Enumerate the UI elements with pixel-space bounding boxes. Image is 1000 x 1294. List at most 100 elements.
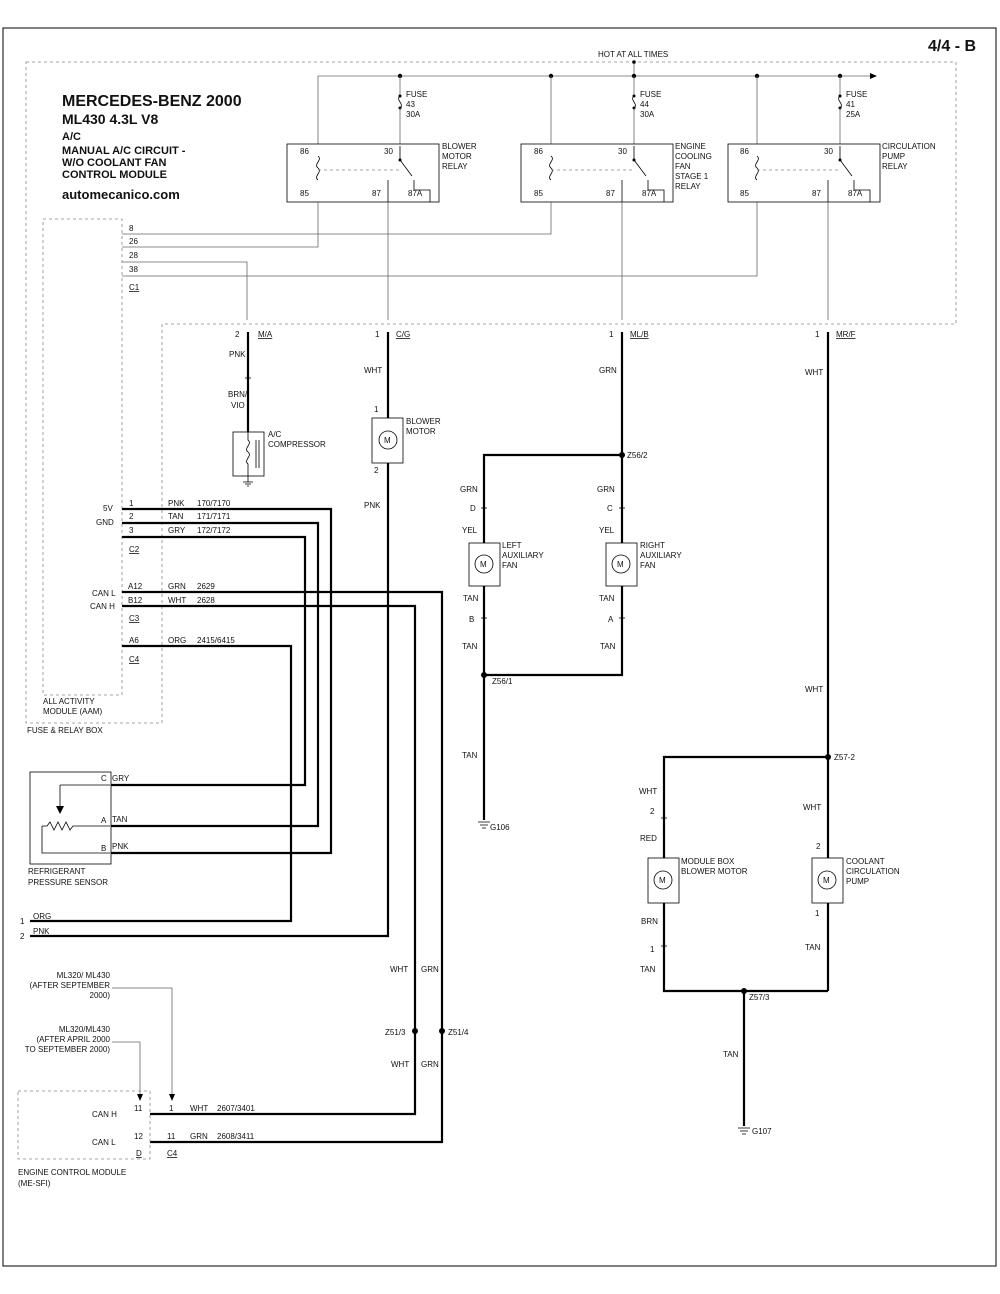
svg-text:WHT: WHT	[639, 787, 657, 796]
svg-text:PNK: PNK	[168, 499, 185, 508]
svg-text:PRESSURE SENSOR: PRESSURE SENSOR	[28, 878, 108, 887]
svg-text:WHT: WHT	[805, 368, 823, 377]
svg-text:30: 30	[384, 147, 393, 156]
svg-text:2: 2	[650, 807, 655, 816]
svg-text:WHT: WHT	[168, 596, 186, 605]
svg-text:85: 85	[534, 189, 543, 198]
svg-text:ML/B: ML/B	[630, 330, 649, 339]
svg-text:30: 30	[618, 147, 627, 156]
svg-text:87: 87	[606, 189, 615, 198]
power-bus: HOT AT ALL TIMES	[318, 50, 877, 79]
pump-circuit: WHT WHT Z57-2 WHT 2 RED M MODULE BOX BLO…	[639, 332, 900, 1136]
svg-text:AUXILIARY: AUXILIARY	[502, 551, 544, 560]
svg-text:25A: 25A	[846, 110, 861, 119]
svg-text:WHT: WHT	[805, 685, 823, 694]
svg-text:GRY: GRY	[168, 526, 186, 535]
svg-text:BLOWER: BLOWER	[442, 142, 477, 151]
svg-text:A/C: A/C	[268, 430, 282, 439]
svg-text:G106: G106	[490, 823, 510, 832]
svg-text:86: 86	[534, 147, 543, 156]
fuse-43: FUSE 43 30A	[398, 76, 427, 146]
aam-label: ALL ACTIVITY	[43, 697, 95, 706]
svg-text:ML320/ML430: ML320/ML430	[59, 1025, 111, 1034]
svg-text:ENGINE CONTROL MODULE: ENGINE CONTROL MODULE	[18, 1168, 126, 1177]
page-border	[2, 27, 997, 1267]
svg-text:B: B	[101, 844, 106, 853]
svg-text:TAN: TAN	[599, 594, 615, 603]
svg-text:PNK: PNK	[364, 501, 381, 510]
svg-text:87A: 87A	[408, 189, 423, 198]
svg-text:11: 11	[167, 1132, 176, 1141]
aam-module-outline	[42, 218, 123, 696]
svg-text:1: 1	[650, 945, 655, 954]
svg-text:FUSE: FUSE	[846, 90, 867, 99]
svg-text:AUXILIARY: AUXILIARY	[640, 551, 682, 560]
svg-text:43: 43	[406, 100, 415, 109]
svg-text:M: M	[659, 876, 666, 885]
svg-text:GRN: GRN	[597, 485, 615, 494]
svg-text:30A: 30A	[406, 110, 421, 119]
svg-text:Z56/1: Z56/1	[492, 677, 513, 686]
svg-text:WHT: WHT	[391, 1060, 409, 1069]
svg-text:1: 1	[609, 330, 614, 339]
svg-text:85: 85	[740, 189, 749, 198]
svg-text:CAN L: CAN L	[92, 589, 116, 598]
svg-text:86: 86	[740, 147, 749, 156]
svg-text:C: C	[101, 774, 107, 783]
svg-text:GRN: GRN	[190, 1132, 208, 1141]
svg-text:30A: 30A	[640, 110, 655, 119]
svg-text:PNK: PNK	[112, 842, 129, 851]
title-block: MERCEDES-BENZ 2000 ML430 4.3L V8 A/C MAN…	[62, 93, 242, 202]
left-auxiliary-fan	[468, 542, 501, 587]
svg-text:1: 1	[815, 909, 820, 918]
auxiliary-fans-circuit: GRN Z56/2 GRN D YEL M LEFT AUXILIARY FAN…	[460, 332, 682, 832]
svg-text:1: 1	[375, 330, 380, 339]
svg-text:MOTOR: MOTOR	[442, 152, 472, 161]
svg-text:BRN/: BRN/	[228, 390, 248, 399]
svg-text:YEL: YEL	[599, 526, 615, 535]
svg-text:1: 1	[815, 330, 820, 339]
svg-text:D: D	[136, 1149, 142, 1158]
svg-text:1: 1	[20, 917, 25, 926]
svg-text:GRN: GRN	[460, 485, 478, 494]
engine-control-module: CAN H CAN L 11 1 12 11 WHT 2607/3401 GRN…	[17, 1090, 255, 1188]
svg-text:87: 87	[372, 189, 381, 198]
svg-text:1: 1	[374, 405, 379, 414]
svg-text:ORG: ORG	[33, 912, 51, 921]
hot-at-all-times-label: HOT AT ALL TIMES	[598, 50, 668, 59]
svg-text:TAN: TAN	[723, 1050, 739, 1059]
can-bus-labels: WHT GRN Z51/3 Z51/4 WHT GRN	[385, 965, 469, 1069]
svg-text:BLOWER MOTOR: BLOWER MOTOR	[681, 867, 748, 876]
svg-text:M: M	[823, 876, 830, 885]
refrigerant-pressure-sensor: C GRY A TAN B PNK REFRIGERANT PRESSURE S…	[28, 771, 130, 887]
svg-text:A12: A12	[128, 582, 143, 591]
svg-text:87: 87	[812, 189, 821, 198]
svg-text:2000): 2000)	[90, 991, 111, 1000]
svg-text:BRN: BRN	[641, 917, 658, 926]
svg-text:A: A	[101, 816, 107, 825]
svg-text:2629: 2629	[197, 582, 215, 591]
fuse-44: FUSE 44 30A	[632, 76, 661, 146]
svg-text:FUSE: FUSE	[406, 90, 427, 99]
title-make: MERCEDES-BENZ 2000	[62, 93, 242, 110]
title-circuit-1: MANUAL A/C CIRCUIT -	[62, 145, 186, 157]
svg-text:2: 2	[20, 932, 25, 941]
svg-text:TAN: TAN	[112, 815, 128, 824]
svg-text:85: 85	[300, 189, 309, 198]
svg-text:11: 11	[134, 1104, 143, 1113]
svg-text:FUSE: FUSE	[640, 90, 661, 99]
svg-text:GRN: GRN	[421, 965, 439, 974]
svg-text:GRN: GRN	[421, 1060, 439, 1069]
svg-text:TAN: TAN	[168, 512, 184, 521]
svg-text:87A: 87A	[642, 189, 657, 198]
svg-text:CIRCULATION: CIRCULATION	[882, 142, 936, 151]
svg-text:C1: C1	[129, 283, 140, 292]
svg-text:FAN: FAN	[675, 162, 691, 171]
svg-text:Z57-2: Z57-2	[834, 753, 855, 762]
svg-text:MOTOR: MOTOR	[406, 427, 436, 436]
svg-text:FAN: FAN	[640, 561, 656, 570]
svg-text:PUMP: PUMP	[882, 152, 905, 161]
title-system: A/C	[62, 131, 81, 143]
svg-text:1: 1	[169, 1104, 174, 1113]
svg-text:Z57/3: Z57/3	[749, 993, 770, 1002]
